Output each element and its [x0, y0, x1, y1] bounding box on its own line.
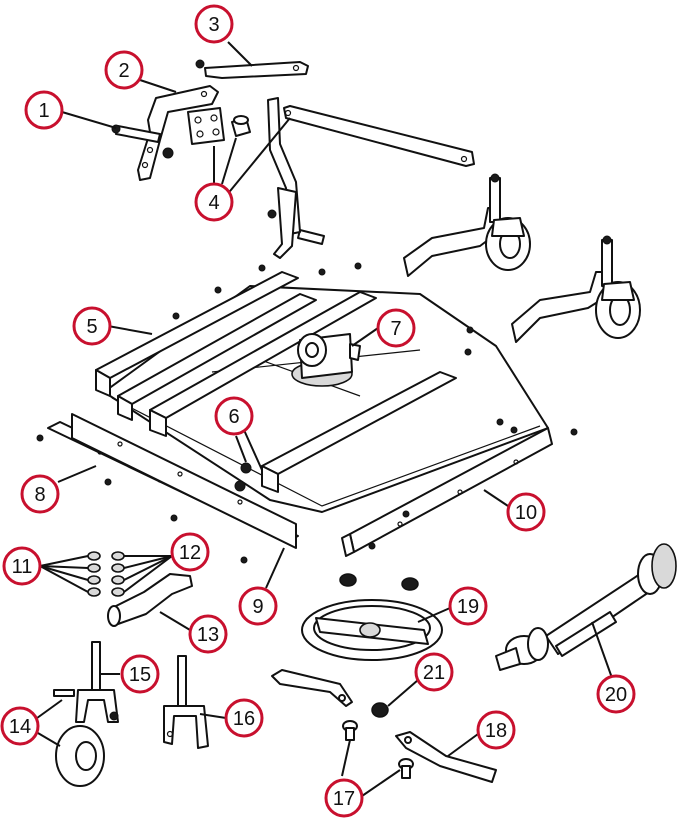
callout-8: 8: [20, 474, 60, 514]
part-2-hitch-bracket: [137, 85, 219, 181]
part-10-side-skirt: [341, 427, 553, 557]
callout-label-18: 18: [485, 720, 507, 742]
rear-caster-assembly-right: [511, 235, 641, 343]
callout-label-14: 14: [9, 716, 31, 738]
callout-label-15: 15: [129, 664, 151, 686]
callout-label-8: 8: [34, 484, 45, 506]
callout-6: 6: [214, 396, 254, 436]
part-11-washers: [87, 551, 101, 597]
callout-label-19: 19: [457, 596, 479, 618]
callout-3: 3: [194, 4, 234, 44]
deck-bolts: [36, 262, 578, 564]
callout-label-11: 11: [12, 556, 33, 578]
callout-13: 13: [188, 614, 228, 654]
callout-label-12: 12: [179, 542, 201, 564]
part-21-blade-nut: [371, 702, 389, 718]
callout-14: 14: [0, 706, 40, 746]
callout-label-4: 4: [208, 192, 219, 214]
a-frame-mast: [267, 97, 475, 259]
part-17-blade-bolts: [342, 720, 414, 779]
blade-left: [271, 669, 353, 707]
callout-5: 5: [72, 306, 112, 346]
callout-11: 11: [2, 546, 42, 586]
part-15-caster-fork: [75, 641, 119, 723]
callout-4: 4: [194, 182, 234, 222]
callout-label-16: 16: [233, 708, 255, 730]
callout-19: 19: [448, 586, 488, 626]
callout-label-21: 21: [423, 662, 445, 684]
part-19-blade-carrier: [301, 573, 443, 661]
part-3-top-link-bar: [195, 59, 309, 79]
callout-label-5: 5: [86, 316, 97, 338]
part-12-nuts: [111, 551, 125, 597]
callout-label-2: 2: [118, 60, 129, 82]
callout-label-7: 7: [390, 318, 401, 340]
callout-16: 16: [224, 698, 264, 738]
part-16-caster-yoke: [163, 655, 209, 749]
part-1-hitch-pin: [111, 124, 161, 143]
part-14-front-wheel: [53, 689, 105, 787]
part-20-pto-driveline: [495, 543, 677, 671]
callout-20: 20: [596, 674, 636, 714]
callout-1: 1: [24, 90, 64, 130]
rear-caster-assembly-left: [403, 173, 531, 277]
callout-label-1: 1: [38, 100, 49, 122]
callout-9: 9: [238, 586, 278, 626]
callout-label-20: 20: [605, 684, 627, 706]
callout-7: 7: [376, 308, 416, 348]
callout-label-9: 9: [252, 596, 263, 618]
callout-18: 18: [476, 710, 516, 750]
callout-label-13: 13: [197, 624, 219, 646]
part-7-gearbox: [291, 333, 361, 387]
part-4-link-plate-and-pins: [187, 107, 325, 245]
part-13-caster-arm: [107, 573, 193, 627]
callout-15: 15: [120, 654, 160, 694]
part-5-frame-rails: [95, 271, 457, 493]
callout-10: 10: [506, 492, 546, 532]
callout-2: 2: [104, 50, 144, 90]
part-18-blade-right: [395, 731, 497, 783]
leader-lines: [25, 41, 613, 797]
callout-12: 12: [170, 532, 210, 572]
part-9-front-skirt: [71, 413, 297, 549]
callout-21: 21: [414, 652, 454, 692]
callout-label-6: 6: [228, 406, 239, 428]
callout-label-3: 3: [208, 14, 219, 36]
callout-label-17: 17: [333, 788, 355, 810]
callout-label-10: 10: [515, 502, 537, 524]
callout-17: 17: [324, 778, 364, 818]
